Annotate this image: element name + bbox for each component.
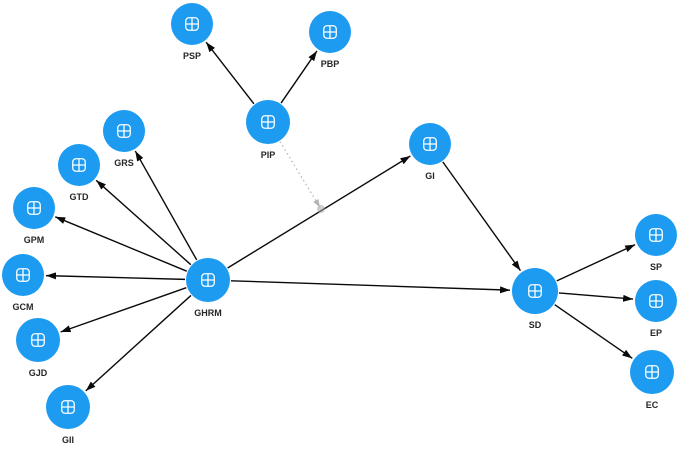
expand-plus-icon[interactable] bbox=[649, 294, 663, 308]
latent-variable-PBP[interactable]: PBP bbox=[309, 11, 351, 69]
node-label-SP: SP bbox=[650, 262, 662, 272]
expand-plus-icon[interactable] bbox=[649, 228, 663, 242]
node-label-GI: GI bbox=[425, 171, 435, 181]
expand-plus-icon[interactable] bbox=[423, 137, 437, 151]
path-arrow-GHRM-GPM[interactable] bbox=[54, 216, 188, 272]
node-label-PIP: PIP bbox=[261, 150, 276, 160]
latent-variable-SP[interactable]: SP bbox=[635, 214, 677, 272]
latent-variable-EC[interactable]: EC bbox=[630, 350, 674, 410]
expand-plus-icon[interactable] bbox=[323, 25, 337, 39]
path-arrow-SD-SP[interactable] bbox=[556, 244, 636, 282]
expand-plus-icon[interactable] bbox=[645, 365, 659, 379]
latent-variable-GII[interactable]: GII bbox=[46, 385, 90, 445]
latent-variable-GRS[interactable]: GRS bbox=[103, 110, 145, 168]
expand-plus-icon[interactable] bbox=[72, 158, 86, 172]
path-arrow-PIP-moderation[interactable] bbox=[279, 141, 321, 208]
expand-plus-icon[interactable] bbox=[185, 17, 199, 31]
path-arrow-GHRM-GRS[interactable] bbox=[134, 150, 198, 261]
latent-variable-GTD[interactable]: GTD bbox=[58, 144, 100, 202]
path-arrow-SD-EP[interactable] bbox=[558, 292, 634, 302]
expand-plus-icon[interactable] bbox=[117, 124, 131, 138]
nodes-layer: PSP PBP PIP GRS GTD GPM GCM GJD GII GHRM GI SD SP EP E… bbox=[2, 3, 677, 445]
path-arrow-GHRM-SD[interactable] bbox=[230, 280, 511, 294]
path-arrow-GHRM-GJD[interactable] bbox=[60, 286, 187, 333]
node-label-PSP: PSP bbox=[183, 51, 201, 61]
path-arrow-GHRM-GII[interactable] bbox=[85, 294, 192, 392]
node-label-PBP: PBP bbox=[321, 59, 340, 69]
node-label-GRS: GRS bbox=[114, 158, 134, 168]
path-arrow-SD-EC[interactable] bbox=[554, 304, 633, 359]
node-label-EC: EC bbox=[646, 400, 659, 410]
node-label-EP: EP bbox=[650, 328, 662, 338]
latent-variable-GPM[interactable]: GPM bbox=[13, 187, 55, 245]
expand-plus-icon[interactable] bbox=[528, 284, 542, 298]
moderation-junction-dot bbox=[317, 205, 325, 213]
node-label-GCM: GCM bbox=[13, 302, 34, 312]
latent-variable-EP[interactable]: EP bbox=[635, 280, 677, 338]
latent-variable-PIP[interactable]: PIP bbox=[246, 100, 290, 160]
latent-variable-GCM[interactable]: GCM bbox=[2, 254, 44, 312]
node-label-GII: GII bbox=[62, 435, 74, 445]
latent-variable-SD[interactable]: SD bbox=[512, 268, 558, 330]
expand-plus-icon[interactable] bbox=[61, 400, 75, 414]
edges-layer bbox=[45, 41, 636, 392]
node-label-GTD: GTD bbox=[70, 192, 89, 202]
node-label-GHRM: GHRM bbox=[194, 308, 222, 318]
latent-variable-GJD[interactable]: GJD bbox=[16, 318, 60, 378]
latent-variable-GHRM[interactable]: GHRM bbox=[186, 258, 230, 318]
latent-variable-PSP[interactable]: PSP bbox=[171, 3, 213, 61]
node-label-SD: SD bbox=[529, 320, 542, 330]
node-label-GJD: GJD bbox=[29, 368, 48, 378]
latent-variable-GI[interactable]: GI bbox=[409, 123, 451, 181]
expand-plus-icon[interactable] bbox=[27, 201, 41, 215]
path-arrow-GI-SD[interactable] bbox=[442, 161, 522, 272]
expand-plus-icon[interactable] bbox=[261, 115, 275, 129]
path-arrow-GHRM-GTD[interactable] bbox=[95, 179, 192, 266]
expand-plus-icon[interactable] bbox=[16, 268, 30, 282]
path-arrow-PIP-PSP[interactable] bbox=[205, 41, 255, 105]
expand-plus-icon[interactable] bbox=[31, 333, 45, 347]
node-label-GPM: GPM bbox=[24, 235, 45, 245]
expand-plus-icon[interactable] bbox=[201, 273, 215, 287]
path-arrow-GHRM-GCM[interactable] bbox=[45, 272, 186, 281]
path-arrow-PIP-PBP[interactable] bbox=[280, 50, 318, 104]
